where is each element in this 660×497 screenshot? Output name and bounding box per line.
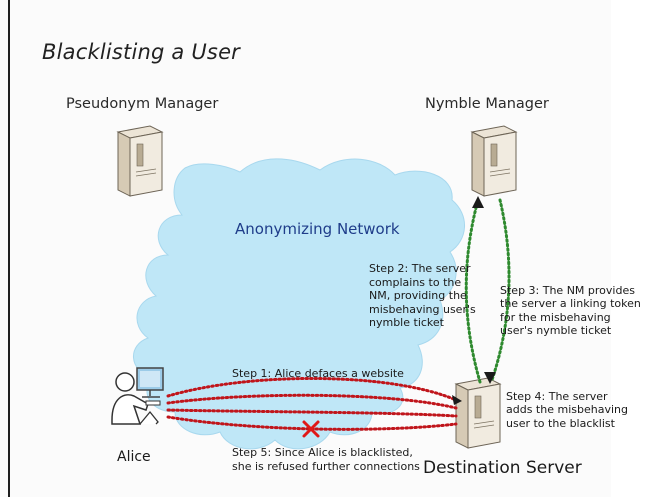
step3-text-content: Step 3: The NM provides the server a lin…	[500, 283, 641, 338]
step2-arrowhead	[472, 196, 484, 208]
anonymizing-network-label: Anonymizing Network	[235, 220, 400, 238]
step2-text: Step 2: The server complains to the NM, …	[369, 262, 476, 329]
diagram-canvas	[111, 125, 518, 450]
alice-server-red-links	[166, 377, 458, 431]
nymble-manager-label: Nymble Manager	[425, 96, 549, 112]
page-title: Blacklisting a User	[42, 40, 241, 64]
step5-text: Step 5: Since Alice is blacklisted, she …	[232, 446, 420, 473]
destination-server-icon	[454, 377, 502, 449]
pseudonym-manager-server-icon	[116, 125, 164, 197]
slide: Blacklisting a User Pseudonym Manager Ny…	[8, 0, 641, 497]
alice-user-computer-icon	[111, 367, 164, 425]
left-border	[8, 0, 10, 497]
step1-arrowhead	[452, 395, 462, 405]
nymble-manager-server-icon	[470, 125, 518, 197]
step4-text: Step 4: The server adds the misbehaving …	[506, 376, 628, 430]
step3-text: Step 3: The NM provides the server a lin…	[500, 270, 641, 338]
alice-label: Alice	[117, 449, 151, 465]
nm-server-green-links	[464, 198, 511, 384]
step1-text: Step 1: Alice defaces a website	[232, 367, 404, 380]
step4-text-content: Step 4: The server adds the misbehaving …	[506, 389, 628, 430]
blocked-x-icon	[302, 420, 320, 438]
step3-arrowhead	[484, 372, 496, 384]
destination-server-label: Destination Server	[423, 458, 582, 478]
pseudonym-manager-label: Pseudonym Manager	[66, 96, 219, 112]
